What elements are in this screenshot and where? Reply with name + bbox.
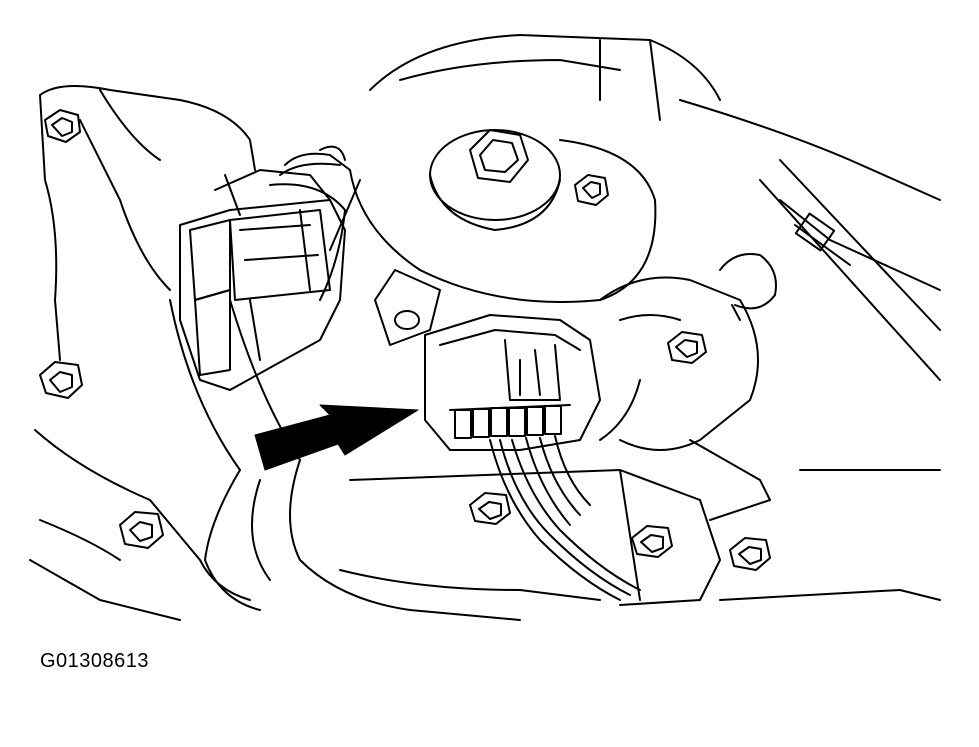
bolt-far-right xyxy=(729,537,771,571)
bolt-right-lower xyxy=(631,525,673,558)
target-connector xyxy=(424,314,601,451)
base-plate xyxy=(349,469,941,606)
bolt-center-lower xyxy=(469,492,511,525)
actuator-dome xyxy=(329,129,657,303)
right-rod xyxy=(779,199,941,291)
housing-left xyxy=(29,85,256,621)
right-mechanism xyxy=(599,253,777,521)
left-connector-wires xyxy=(269,145,351,301)
left-connector xyxy=(179,169,346,391)
target-connector-wires xyxy=(489,435,641,601)
bolt-right-mid xyxy=(667,331,707,364)
bolt-mid-left xyxy=(39,361,83,399)
connector-pins xyxy=(454,405,562,439)
harness-sheath xyxy=(169,299,601,621)
figure-code: G01308613 xyxy=(40,650,150,672)
bolt-upper-right xyxy=(574,174,609,206)
upper-housing xyxy=(369,34,941,381)
mounting-tab xyxy=(374,269,441,346)
line-drawing xyxy=(29,34,941,621)
dome-bolt xyxy=(469,129,529,183)
arrow-pointer-icon xyxy=(254,404,419,471)
bolt-lower-left xyxy=(119,511,164,549)
bolt-upper-left xyxy=(44,109,81,143)
